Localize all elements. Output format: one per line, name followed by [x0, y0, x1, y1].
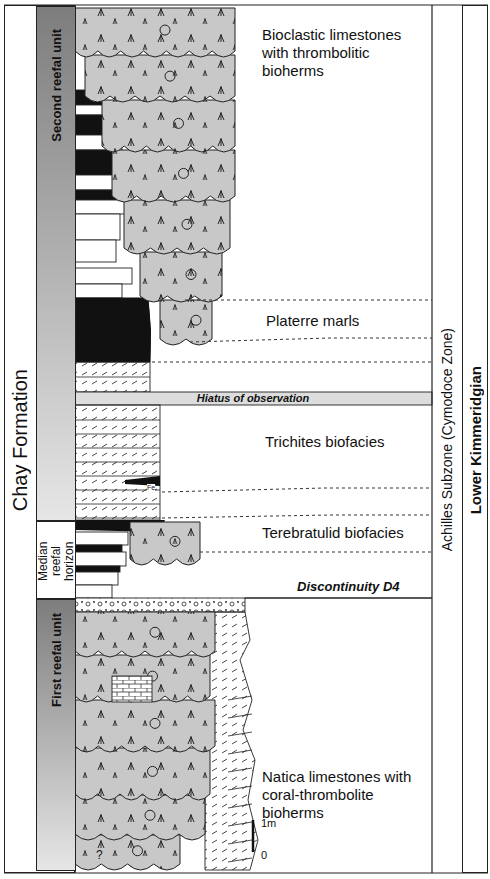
unit-bar: First reefal unit — [36, 599, 76, 871]
unit-bar: Median reefal horizon — [36, 521, 76, 599]
formation-box: Chay Formation Second reefal unitMedian r… — [4, 5, 75, 873]
bed-line — [75, 448, 160, 449]
hiatus-band: Hiatus of observation — [75, 392, 432, 405]
coral-symbol — [186, 270, 196, 280]
coral-symbol — [170, 536, 180, 546]
zone-label: Achilles Subzone (Cymodoce Zone) — [439, 328, 456, 551]
node-label: Hiatus of observation — [197, 392, 309, 405]
bioherm — [75, 655, 210, 702]
bed-line — [75, 476, 160, 477]
facies-label: Natica limestones with coral-thrombolite… — [262, 768, 432, 822]
bioherm — [160, 300, 212, 345]
marly-limestone — [75, 362, 150, 392]
bioherm — [75, 748, 210, 800]
coral-symbol — [179, 168, 189, 178]
node-label: Second reefal unit — [49, 29, 65, 142]
scale-label: 0 — [261, 849, 267, 862]
coral-symbol — [182, 219, 192, 229]
bed-line — [228, 822, 252, 826]
bed-line — [75, 518, 160, 519]
element-note: Fe — [147, 484, 155, 492]
coral-symbol — [148, 766, 158, 776]
bioherm — [75, 8, 235, 57]
bed-line — [75, 462, 160, 463]
bed — [75, 572, 118, 585]
limestone-bed — [75, 268, 132, 284]
facies-label: Trichites biofacies — [265, 433, 385, 451]
bed-line — [75, 504, 160, 505]
bed — [75, 532, 128, 545]
bioherm — [124, 200, 230, 254]
node-label: Median reefal horizon — [37, 525, 77, 597]
coral-symbol — [150, 627, 160, 637]
coral-symbol — [160, 25, 170, 35]
bed — [75, 566, 120, 572]
limestone-bed — [75, 240, 116, 262]
bioherm — [85, 55, 235, 102]
bed-line — [228, 858, 252, 862]
limestone-lens — [112, 676, 152, 702]
uncertainty-mark: ? — [96, 848, 103, 862]
limestone-bed — [75, 284, 122, 298]
bed-line — [228, 840, 252, 844]
coral-symbol — [133, 846, 143, 856]
node-label: Chay Formation — [8, 369, 32, 511]
bioherm — [102, 100, 235, 152]
coral-symbol — [150, 718, 160, 728]
facies-label: Bioclastic limestones with thrombolitic … — [262, 26, 430, 80]
bed — [75, 585, 112, 598]
discontinuity-label: Discontinuity D4 — [297, 579, 400, 595]
facies-label: Platerre marls — [266, 312, 359, 330]
facies-label: Terebratulid biofacies — [262, 524, 404, 542]
limestone-bed — [75, 214, 120, 240]
bed-line — [75, 420, 160, 421]
hiatus-band — [75, 392, 432, 405]
limestone-bed — [75, 200, 126, 214]
marl-bed — [75, 298, 151, 362]
bed-line — [228, 696, 252, 700]
node-label: First reefal unit — [49, 613, 65, 707]
bed — [75, 552, 126, 566]
bioherm — [130, 522, 200, 565]
coral-symbol — [165, 71, 175, 81]
bed-line — [228, 732, 252, 736]
bed-line — [228, 804, 252, 808]
bioherm — [75, 612, 215, 657]
bed-line — [228, 714, 252, 718]
coral-symbol — [145, 810, 155, 820]
bioherm — [75, 795, 205, 840]
bed-line — [75, 377, 150, 378]
marly-limestone — [75, 405, 160, 520]
bioherm — [140, 252, 222, 302]
bioherm — [112, 150, 235, 202]
coral-symbol — [191, 315, 201, 325]
bed-line — [228, 768, 252, 772]
unit-bar: Second reefal unit — [36, 6, 76, 521]
coral-symbol — [174, 118, 184, 128]
bed-line — [75, 434, 160, 435]
bed-line — [228, 786, 252, 790]
bed-line — [228, 750, 252, 754]
conglomerate — [75, 598, 245, 612]
scale-label: 1m — [261, 817, 276, 830]
bed — [75, 545, 122, 552]
stage-box: Lower Kimmeridgian — [462, 5, 488, 873]
node-label: Lower Kimmeridgian — [467, 366, 485, 514]
bioherm — [75, 700, 215, 752]
